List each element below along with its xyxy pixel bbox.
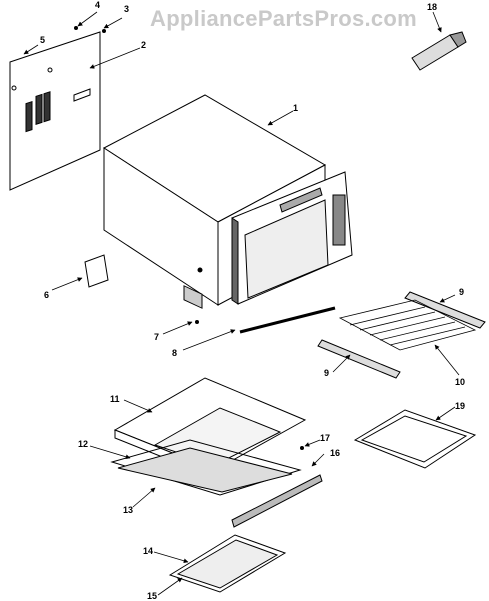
callout-2: 2 [141,40,147,50]
oven-pan [353,409,477,469]
screw-17 [300,446,304,450]
screw-7 [195,320,199,324]
callout-10: 10 [455,377,466,387]
oven-front [231,171,353,305]
callout-13: 13 [123,505,134,515]
leader-lines [23,11,460,596]
callout-16: 16 [330,448,341,458]
wire-rack [338,299,477,351]
callout-19: 19 [455,401,466,411]
gasket-frame [110,439,302,496]
rack-slide-lower [317,339,401,379]
callout-3: 3 [124,4,130,14]
callout-15: 15 [147,591,158,601]
bottom-panel [117,447,293,493]
lower-tray-liner [176,539,279,589]
callout-8: 8 [172,348,178,358]
screw-3 [102,29,106,33]
callout-5: 5 [40,35,46,45]
sealant-tube [411,34,459,71]
screw-4 [74,26,78,30]
callout-4: 4 [95,0,101,10]
rack-slide-upper [404,291,486,329]
callout-11: 11 [110,394,120,404]
back-panel [9,31,101,191]
callout-14: 14 [143,546,154,556]
callout-17: 17 [320,433,331,443]
callout-6: 6 [44,290,50,300]
callout-9-upper: 9 [459,287,465,297]
watermark-text: AppliancePartsPros.com [150,6,418,31]
sealant-tube-cap [449,31,467,48]
oven-pan-inner [360,415,468,463]
bottom-bar [239,306,336,334]
callout-9-lower: 9 [324,368,330,378]
callout-7: 7 [154,332,160,342]
callout-12: 12 [78,439,89,449]
small-cover-plate [84,254,109,288]
callout-1: 1 [293,103,299,113]
front-trim [231,474,323,528]
callout-18: 18 [427,2,438,12]
